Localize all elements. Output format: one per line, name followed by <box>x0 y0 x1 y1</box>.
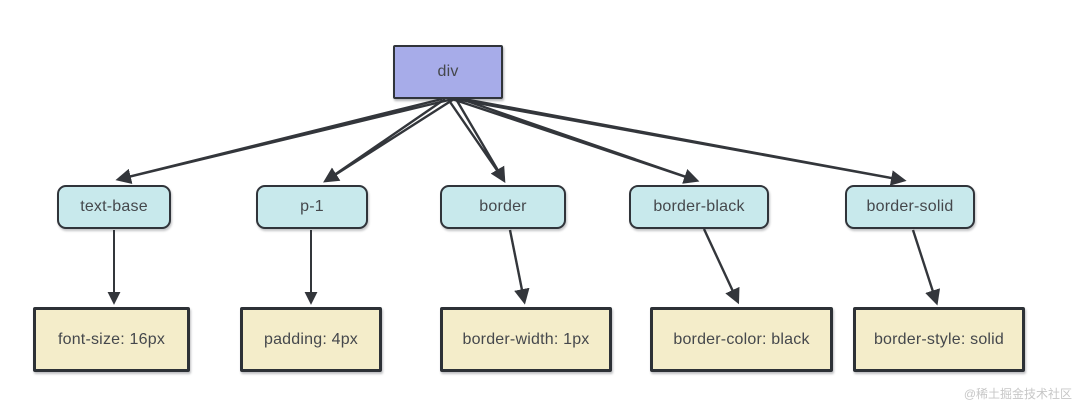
connector-div-to-border <box>447 98 503 179</box>
node-class-label: border-solid <box>866 198 954 215</box>
node-class-border-solid: border-solid <box>845 185 975 229</box>
node-class-border: border <box>440 185 566 229</box>
connector-div-to-border-black <box>451 97 695 180</box>
connector-border-to-style <box>508 229 530 305</box>
connector-border-solid-to-style <box>911 229 941 306</box>
watermark: @稀土掘金技术社区 <box>963 387 1072 401</box>
connector-div-to-text-base <box>120 97 454 179</box>
node-style-label: border-style: solid <box>873 330 1005 348</box>
node-style-border-width: border-width: 1px <box>440 307 612 372</box>
node-class-border-black: border-black <box>629 185 769 229</box>
node-class-label: border <box>479 198 527 215</box>
node-class-label: border-black <box>653 198 745 215</box>
node-style-font-size: font-size: 16px <box>33 307 190 372</box>
connector-div-to-p-1 <box>327 97 455 180</box>
connector-border-black-to-style <box>702 228 740 305</box>
node-style-padding: padding: 4px <box>240 307 382 372</box>
node-class-label: text-base <box>80 198 148 215</box>
node-style-border-style: border-style: solid <box>853 307 1025 372</box>
node-style-border-color: border-color: black <box>650 307 833 372</box>
node-class-label: p-1 <box>300 198 324 215</box>
node-style-label: padding: 4px <box>263 330 359 348</box>
node-class-text-base: text-base <box>57 185 171 229</box>
node-style-label: font-size: 16px <box>57 330 166 348</box>
node-style-label: border-width: 1px <box>462 330 590 348</box>
connector-div-to-border-solid <box>454 97 902 180</box>
node-div: div <box>393 45 503 99</box>
node-style-label: border-color: black <box>673 330 810 348</box>
node-class-p-1: p-1 <box>256 185 368 229</box>
node-div-label: div <box>437 63 459 80</box>
